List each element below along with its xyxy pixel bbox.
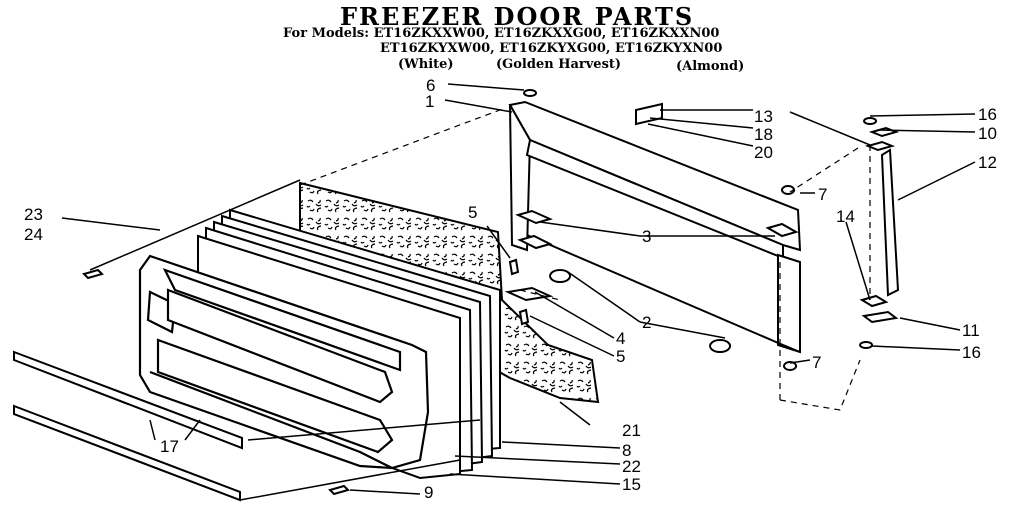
models-line-2: ET16ZKYXW00, ET16ZKYXG00, ET16ZKYXN00 [380, 41, 723, 56]
callout-13: 13 [754, 107, 773, 126]
door-frame [508, 100, 802, 354]
callout-7-top: 7 [818, 185, 827, 204]
color-white-caption: (White) [398, 57, 454, 72]
callout-16-top: 16 [978, 105, 997, 124]
callout-24: 24 [24, 225, 43, 244]
callout-5-bottom: 5 [616, 347, 625, 366]
callout-4: 4 [616, 329, 625, 348]
hinge-bar [880, 148, 900, 297]
color-golden-caption: (Golden Harvest) [496, 57, 622, 72]
callout-8: 8 [622, 441, 631, 460]
alignment-lines [299, 107, 871, 411]
callout-7-bottom: 7 [812, 353, 821, 372]
callout-11: 11 [962, 321, 980, 340]
callout-21: 21 [622, 421, 641, 440]
hardware-parts [82, 89, 900, 496]
callout-12: 12 [978, 153, 997, 172]
models-line-1: For Models: ET16ZKXXW00, ET16ZKXXG00, ET… [283, 26, 720, 41]
callout-18: 18 [754, 125, 773, 144]
color-almond-caption: (Almond) [676, 59, 745, 74]
door-liner [138, 254, 430, 470]
callout-labels: 6 1 13 18 20 16 10 12 7 14 3 5 2 4 5 11 … [24, 76, 997, 502]
callout-23: 23 [24, 205, 43, 224]
callout-15: 15 [622, 475, 641, 494]
callout-1: 1 [425, 92, 434, 111]
callout-10: 10 [978, 124, 997, 143]
callout-22: 22 [622, 457, 641, 476]
callout-20: 20 [754, 143, 773, 162]
callout-9: 9 [424, 483, 433, 502]
callout-17: 17 [160, 437, 179, 456]
callout-14: 14 [836, 207, 855, 226]
callout-3: 3 [642, 227, 651, 246]
diagram-title: FREEZER DOOR PARTS [340, 2, 695, 31]
callout-6: 6 [426, 76, 435, 95]
callout-2: 2 [642, 313, 651, 332]
leader-lines [61, 83, 976, 501]
callout-16-bottom: 16 [962, 343, 981, 362]
callout-5-top: 5 [468, 203, 477, 222]
